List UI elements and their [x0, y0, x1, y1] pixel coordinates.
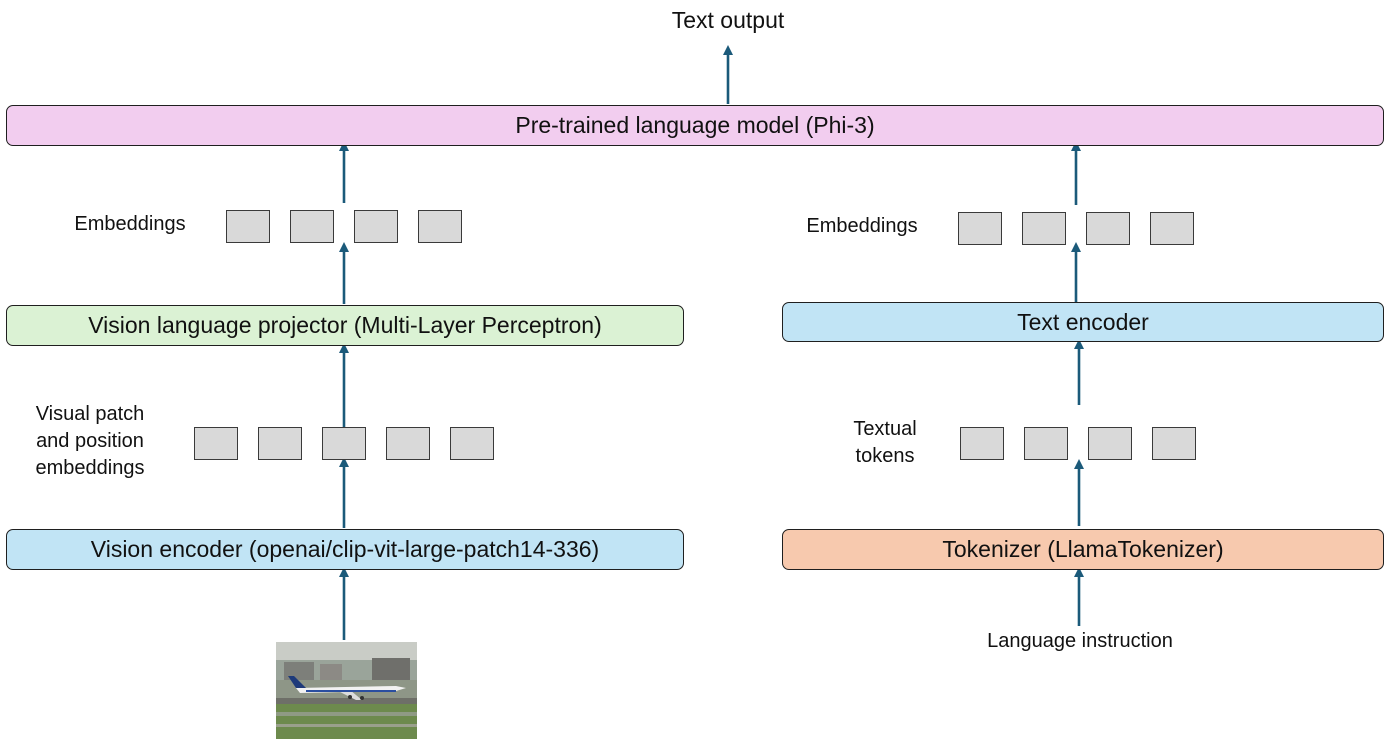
vision-language-projector-box: Vision language projector (Multi-Layer P… — [6, 305, 684, 346]
textual-token — [960, 427, 1004, 460]
right-embedding-token — [958, 212, 1002, 245]
vision-encoder-box: Vision encoder (openai/clip-vit-large-pa… — [6, 529, 684, 570]
visual-patch-token — [386, 427, 430, 460]
vision-encoder-label: Vision encoder (openai/clip-vit-large-pa… — [90, 536, 600, 562]
vision-language-projector-label: Vision language projector (Multi-Layer P… — [88, 312, 602, 338]
visual-patch-label-line: and position — [36, 430, 144, 452]
tokenizer-label: Tokenizer (LlamaTokenizer) — [942, 536, 1224, 562]
left-embedding-token — [418, 210, 462, 243]
visual-patch-token — [450, 427, 494, 460]
textual-tokens-label-line: tokens — [855, 445, 915, 467]
textual-tokens-label: Textual tokens — [825, 416, 945, 470]
tokenizer-box: Tokenizer (LlamaTokenizer) — [782, 529, 1384, 570]
visual-patch-token — [194, 427, 238, 460]
right-embeddings-label: Embeddings — [806, 215, 918, 237]
left-embedding-token — [226, 210, 270, 243]
airplane-photo — [276, 642, 417, 739]
right-embedding-token — [1022, 212, 1066, 245]
language-instruction-label: Language instruction — [987, 630, 1173, 652]
visual-patch-label: Visual patch and position embeddings — [10, 401, 170, 482]
language-model-box: Pre-trained language model (Phi-3) — [6, 105, 1384, 146]
text-encoder-box: Text encoder — [782, 302, 1384, 342]
language-model-label: Pre-trained language model (Phi-3) — [515, 112, 875, 138]
visual-patch-label-line: embeddings — [35, 457, 145, 479]
textual-token — [1024, 427, 1068, 460]
right-embedding-token — [1086, 212, 1130, 245]
text-output-label: Text output — [671, 7, 785, 33]
visual-patch-label-line: Visual patch — [35, 403, 145, 425]
textual-token — [1088, 427, 1132, 460]
visual-patch-token — [258, 427, 302, 460]
left-embedding-token — [354, 210, 398, 243]
textual-tokens-label-line: Textual — [853, 418, 917, 440]
right-embedding-token — [1150, 212, 1194, 245]
visual-patch-token — [322, 427, 366, 460]
left-embeddings-label: Embeddings — [74, 213, 186, 235]
text-encoder-label: Text encoder — [1017, 308, 1149, 335]
left-embedding-token — [290, 210, 334, 243]
textual-token — [1152, 427, 1196, 460]
